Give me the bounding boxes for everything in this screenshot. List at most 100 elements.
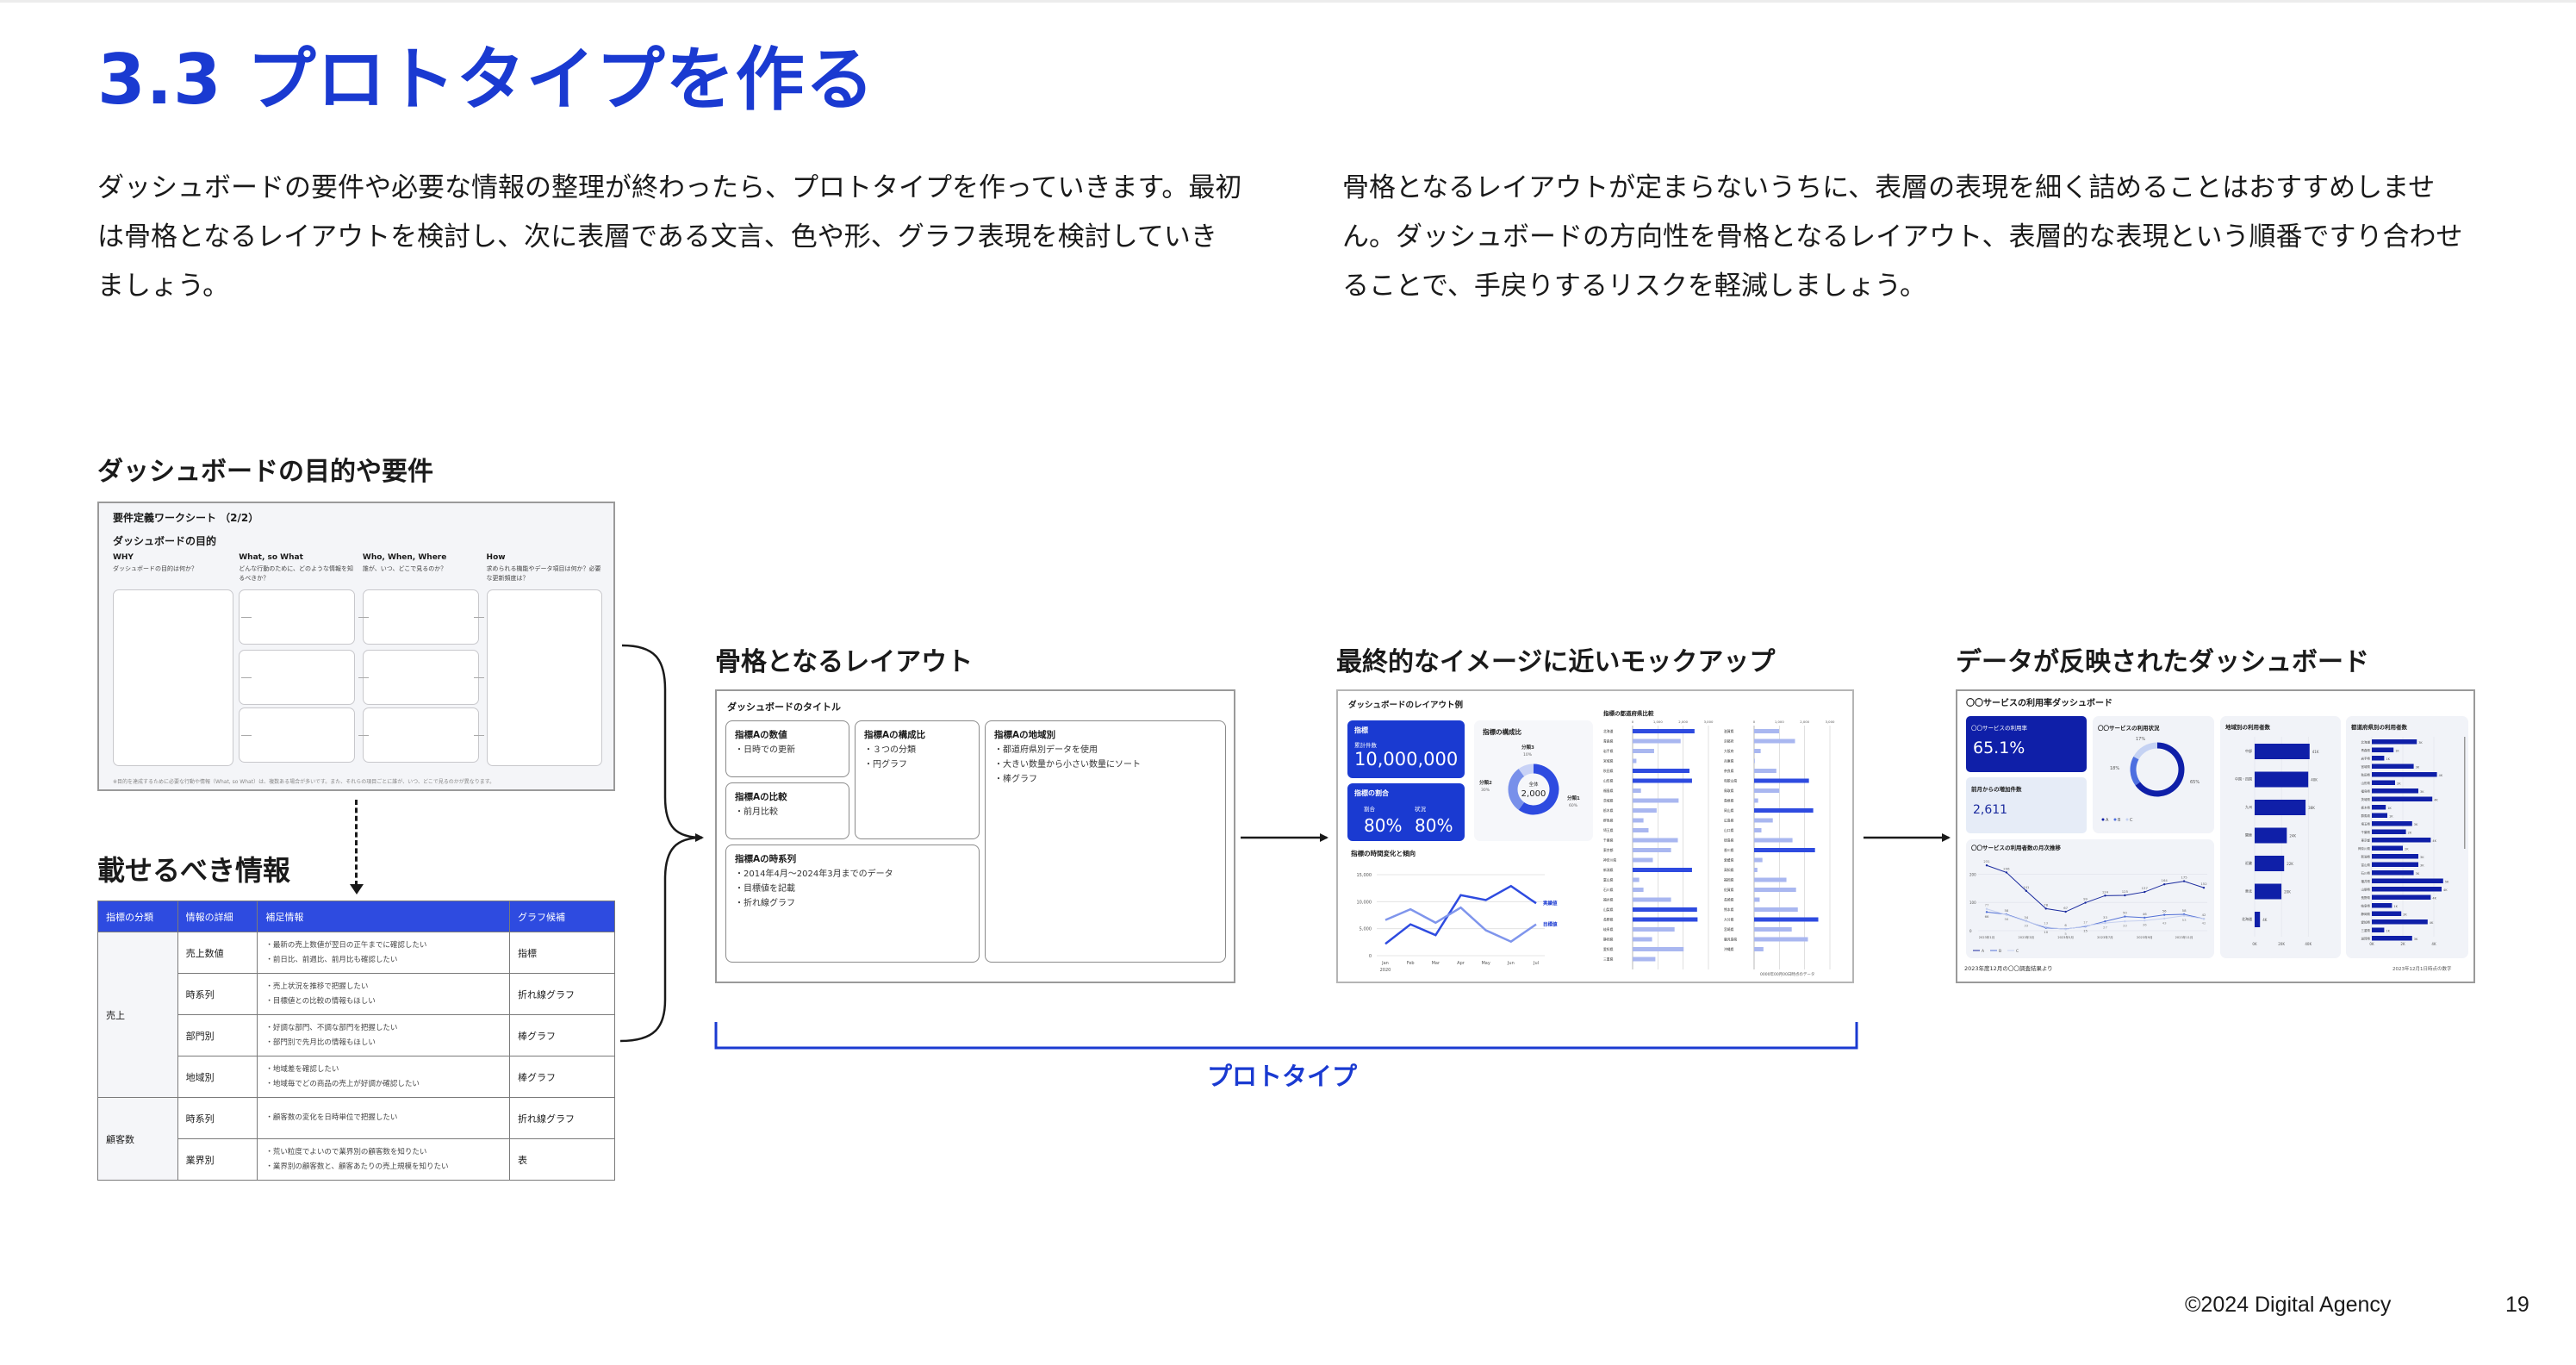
- bar: [1633, 758, 1637, 764]
- bar-label: 栃木県: [1603, 808, 1614, 813]
- note-line: ・目標値との比較の情報もほしい: [265, 996, 376, 1006]
- kpi-value: 80%: [1364, 815, 1403, 836]
- notes-cell: ・荒い粒度でよいので業界別の顧客数を知りたい・業界別の顧客数と、顧客あたりの売上…: [257, 1138, 511, 1181]
- data-point: [2144, 916, 2146, 919]
- data-point: [2124, 919, 2126, 923]
- data-point: [1985, 907, 1988, 910]
- x-tick-label: 2,000: [1678, 720, 1688, 724]
- bar-label: 東北: [2245, 888, 2252, 894]
- worksheet-column-heading: What, so What: [239, 553, 303, 562]
- data-label: 175: [2181, 876, 2187, 880]
- donut-slice-pct: 17%: [2136, 737, 2145, 742]
- data-point: [2064, 910, 2067, 913]
- x-tick-label: 2023年9月: [2137, 935, 2153, 939]
- prototype-bracket: [714, 1022, 1858, 1050]
- data-label: 33: [2103, 915, 2107, 919]
- bar-value: 5K: [2445, 881, 2449, 884]
- donut-slice-C: [2133, 742, 2158, 760]
- bar-label: 愛知県: [1603, 947, 1614, 951]
- x-tick-label: Feb: [1407, 961, 1415, 966]
- bar-value: 4K: [2443, 888, 2448, 892]
- table-row: 業界別・荒い粒度でよいので業界別の顧客数を知りたい・業界別の顧客数と、顧客あたり…: [98, 1138, 615, 1181]
- worksheet-box: [362, 707, 479, 763]
- bar-label: 滋賀県: [1724, 729, 1734, 733]
- bar-label: 新潟県: [2361, 855, 2371, 859]
- bar: [2372, 927, 2385, 932]
- x-tick-label: 2,000: [1800, 720, 1809, 724]
- graph-cell: 棒グラフ: [509, 1014, 615, 1056]
- data-label: 58: [2004, 908, 2008, 913]
- x-tick-label: 20K: [2278, 942, 2285, 946]
- bar: [2372, 911, 2402, 916]
- data-point: [2162, 917, 2166, 920]
- card-item: 円グラフ: [864, 757, 970, 772]
- donut-slice-pct: 18%: [2110, 766, 2119, 771]
- worksheet-connector: [240, 735, 252, 736]
- kpi-title: 指標の割合: [1354, 789, 1389, 797]
- data-label: 33: [2123, 924, 2127, 928]
- donut-slice-分類3: [1518, 764, 1534, 777]
- donut-slice-分類2: [1508, 769, 1525, 810]
- donut-slice-B: [2130, 756, 2141, 786]
- bar-value: 3K: [2420, 856, 2424, 859]
- table-row: 顧客数時系列・顧客数の変化を日時単位で把握したい折れ線グラフ: [97, 1097, 615, 1181]
- bar-label: 栃木県: [2361, 806, 2371, 810]
- line-series-B: [1986, 911, 2205, 930]
- bar-label: 中部: [2245, 748, 2252, 753]
- bar: [1754, 888, 1796, 892]
- bar: [1754, 729, 1780, 733]
- final-title: 〇〇サービスの利用率ダッシュボード: [1966, 699, 2112, 708]
- data-point: [2202, 886, 2206, 889]
- notes-cell: ・顧客数の変化を日時単位で把握したい: [257, 1097, 511, 1139]
- final-dashboard: 〇〇サービスの利用率ダッシュボード 〇〇サービスの利用率 65.1% 前月からの…: [1956, 689, 2475, 983]
- page-title: 3.3 プロトタイプを作る: [97, 40, 875, 120]
- data-point: [1985, 864, 1988, 867]
- bar-value: 2K: [2408, 832, 2412, 835]
- bar: [1633, 828, 1649, 832]
- bar-label: 滋賀県: [2361, 937, 2371, 941]
- bar-value: 20K: [2284, 890, 2291, 894]
- bar: [2372, 747, 2394, 752]
- bar: [1633, 778, 1692, 783]
- bar-value: 1K: [2387, 807, 2392, 810]
- y-tick-label: 10,000: [1357, 900, 1372, 905]
- bar: [2372, 878, 2443, 883]
- x-tick-label: Jun: [1507, 961, 1515, 966]
- bar-value: 40K: [2311, 778, 2318, 782]
- data-point: [2182, 880, 2186, 882]
- x-tick-label: 4K: [2431, 942, 2436, 946]
- bar-value: 1K: [2393, 905, 2398, 908]
- bar-label: 秋田県: [2361, 773, 2371, 777]
- source-note: 2023年度12月の〇〇調査結果より: [1964, 965, 2053, 972]
- bar: [2255, 912, 2261, 927]
- worksheet-box: [112, 589, 233, 766]
- bar-label: 宮城県: [1603, 759, 1614, 764]
- bar-label: 石川県: [2361, 871, 2371, 876]
- bar: [2372, 788, 2418, 794]
- kpi-value: 80%: [1415, 815, 1453, 836]
- card-item: 大きい数量から小さい数量にソート: [994, 757, 1216, 772]
- legend-label: A: [1982, 949, 1985, 954]
- graph-cell: 指標: [509, 932, 615, 974]
- note-line: ・地域差を確認したい: [265, 1064, 339, 1074]
- bar-value: 22K: [2287, 862, 2293, 866]
- x-tick-label: 2023年3月: [2019, 935, 2035, 939]
- bar: [1633, 957, 1656, 962]
- card-item: 都道府県別データを使用: [994, 743, 1216, 757]
- page-number: 19: [2505, 1293, 2529, 1317]
- y-tick-label: 200: [1969, 872, 1976, 876]
- kpi-value: 10,000,000: [1354, 749, 1459, 770]
- bar: [1754, 778, 1809, 783]
- graph-cell: 折れ線グラフ: [509, 1097, 615, 1139]
- worksheet-connector: [240, 617, 252, 618]
- bar-label: 石川県: [1603, 888, 1614, 892]
- notes-cell: ・地域差を確認したい・地域毎でどの商品の売上が好調か確認したい: [257, 1056, 511, 1098]
- bar: [2255, 883, 2282, 900]
- bar-value: 3K: [2420, 864, 2424, 868]
- bar: [2372, 838, 2431, 843]
- layout-card-region: 指標Aの地域別 都道府県別データを使用 大きい数量から小さい数量にソート 棒グラ…: [985, 720, 1226, 963]
- detail-cell: 売上数値: [177, 932, 258, 974]
- bar-label: 埼玉県: [1603, 828, 1614, 832]
